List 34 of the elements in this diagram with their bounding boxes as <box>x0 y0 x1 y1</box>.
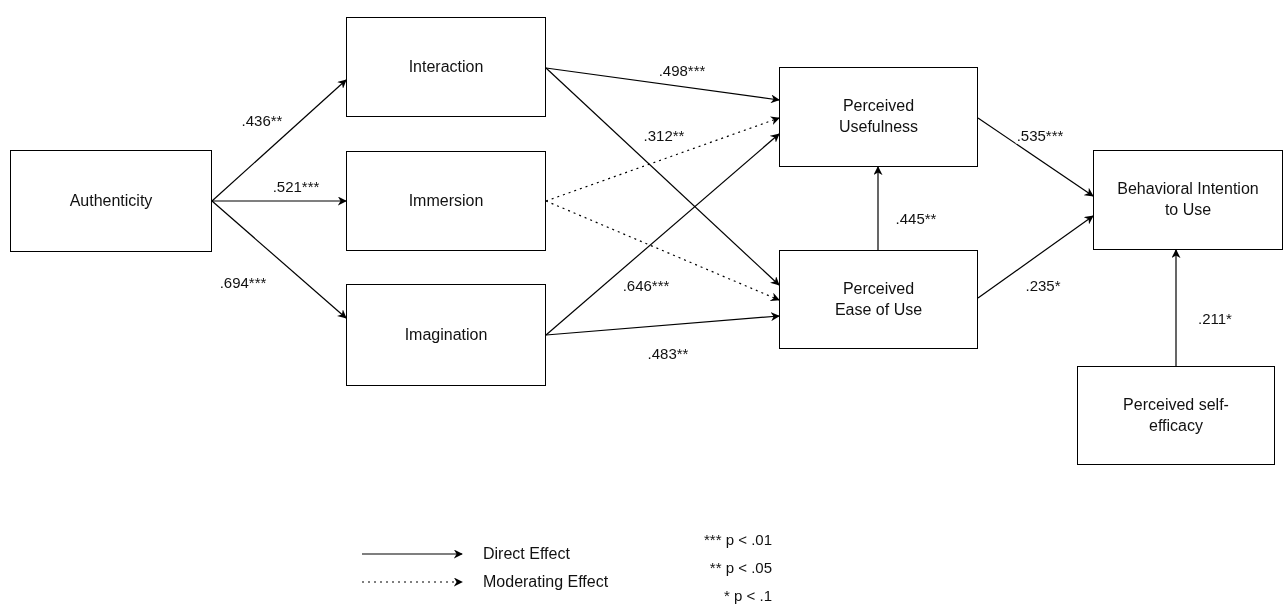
construct-name: Immersion <box>408 190 484 211</box>
construct-box <box>10 150 212 252</box>
significance-note: * p < .1 <box>724 586 772 604</box>
significance-note: *** p < .01 <box>704 530 772 548</box>
arrow <box>545 312 780 336</box>
arrow <box>545 200 780 301</box>
arrow <box>545 67 780 286</box>
significance-note: ** p < .05 <box>709 558 772 576</box>
arrow <box>873 166 883 251</box>
construct-name: Behavioral Intention to Use <box>1116 179 1260 220</box>
construct-box <box>1093 150 1283 250</box>
arrow <box>977 215 1094 299</box>
construct-name: Perceived Ease of Use <box>833 278 924 320</box>
legend-label: Direct Effect <box>483 545 570 563</box>
arrow <box>211 79 347 202</box>
construct-box <box>346 151 546 251</box>
construct-box <box>346 17 546 117</box>
arrow <box>1171 249 1181 367</box>
construct-box <box>779 67 978 167</box>
arrow <box>545 116 780 202</box>
construct-box <box>1077 366 1275 465</box>
construct-box <box>779 250 978 349</box>
construct-name: Authenticity <box>69 190 153 211</box>
arrow <box>545 133 780 336</box>
arrow <box>545 67 780 104</box>
construct-name: Interaction <box>408 56 484 77</box>
arrow <box>211 196 347 206</box>
construct-name: Imagination <box>404 324 488 345</box>
legend-label: Moderating Effect <box>483 573 609 591</box>
construct-box <box>346 284 546 386</box>
construct-name: Perceived self-efficacy <box>1122 394 1230 436</box>
arrow <box>211 200 347 319</box>
arrow <box>977 117 1094 197</box>
construct-name: Perceived Usefulness <box>837 96 920 137</box>
